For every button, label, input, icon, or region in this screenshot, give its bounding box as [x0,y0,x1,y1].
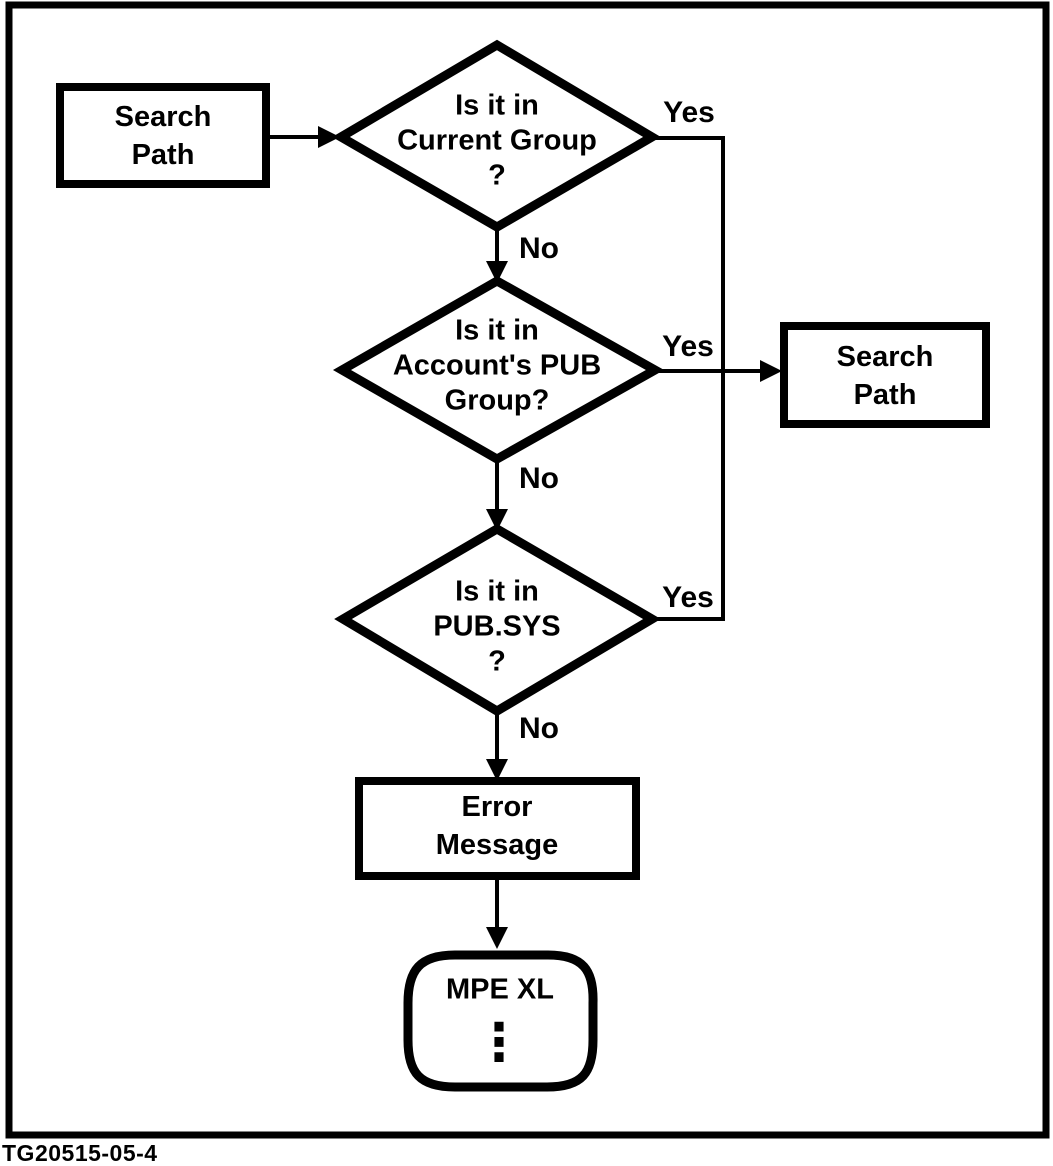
arrowhead-decision3 [486,509,508,531]
decision-current-group-label: Is it in Current Group ? [397,89,597,194]
label-line: Path [853,379,917,411]
edge-label-decision2-yes: Yes [662,330,714,363]
label-line: Is it in [455,89,539,122]
label-line: Is it in [455,575,539,608]
label-line: Path [131,139,195,171]
label-line: Current Group [397,124,597,157]
label-line: Message [435,829,559,861]
edge-label-decision1-yes: Yes [663,96,715,129]
label-line: PUB.SYS [433,610,561,643]
label-line: Error [461,791,533,823]
edge-label-decision1-no: No [519,232,559,265]
arrowhead-result-box [760,360,782,382]
label-line: ? [488,159,506,192]
edge-yes-rail [650,136,725,621]
edge-label-decision3-yes: Yes [662,581,714,614]
decision-pub-sys-shape [334,523,661,717]
start-box-shape [56,83,270,188]
start-box-label: Search Path [115,98,212,174]
terminator-shape [403,950,598,1092]
arrowhead-decision1 [318,126,340,148]
label-line: ? [488,645,506,678]
edge-label-decision2-no: No [519,462,559,495]
decision-account-pub-label: Is it in Account's PUB Group? [393,314,601,419]
figure-border [5,1,1050,1139]
label-line: Group? [444,384,550,417]
decision-current-group-shape [332,39,661,233]
arrowhead-error-box [486,759,508,781]
terminator-label: MPE XL [446,973,554,1006]
arrowhead-decision2 [486,261,508,283]
decision-account-pub-shape [332,275,665,465]
edge-label-decision3-no: No [519,712,559,745]
terminator-ellipsis: ⋮ [473,1013,525,1073]
result-box-shape [780,322,990,428]
arrowhead-terminator [486,927,508,949]
label-line: Search [114,101,212,133]
decision-pub-sys-label: Is it in PUB.SYS ? [433,575,560,680]
label-line: Search [836,341,934,373]
error-box-shape [355,777,640,880]
error-box-label: Error Message [436,788,559,864]
result-box-label: Search Path [837,338,934,414]
figure-caption: TG20515-05-4 [2,1140,158,1166]
label-line: Is it in [455,314,539,347]
label-line: Account's PUB [392,349,602,382]
